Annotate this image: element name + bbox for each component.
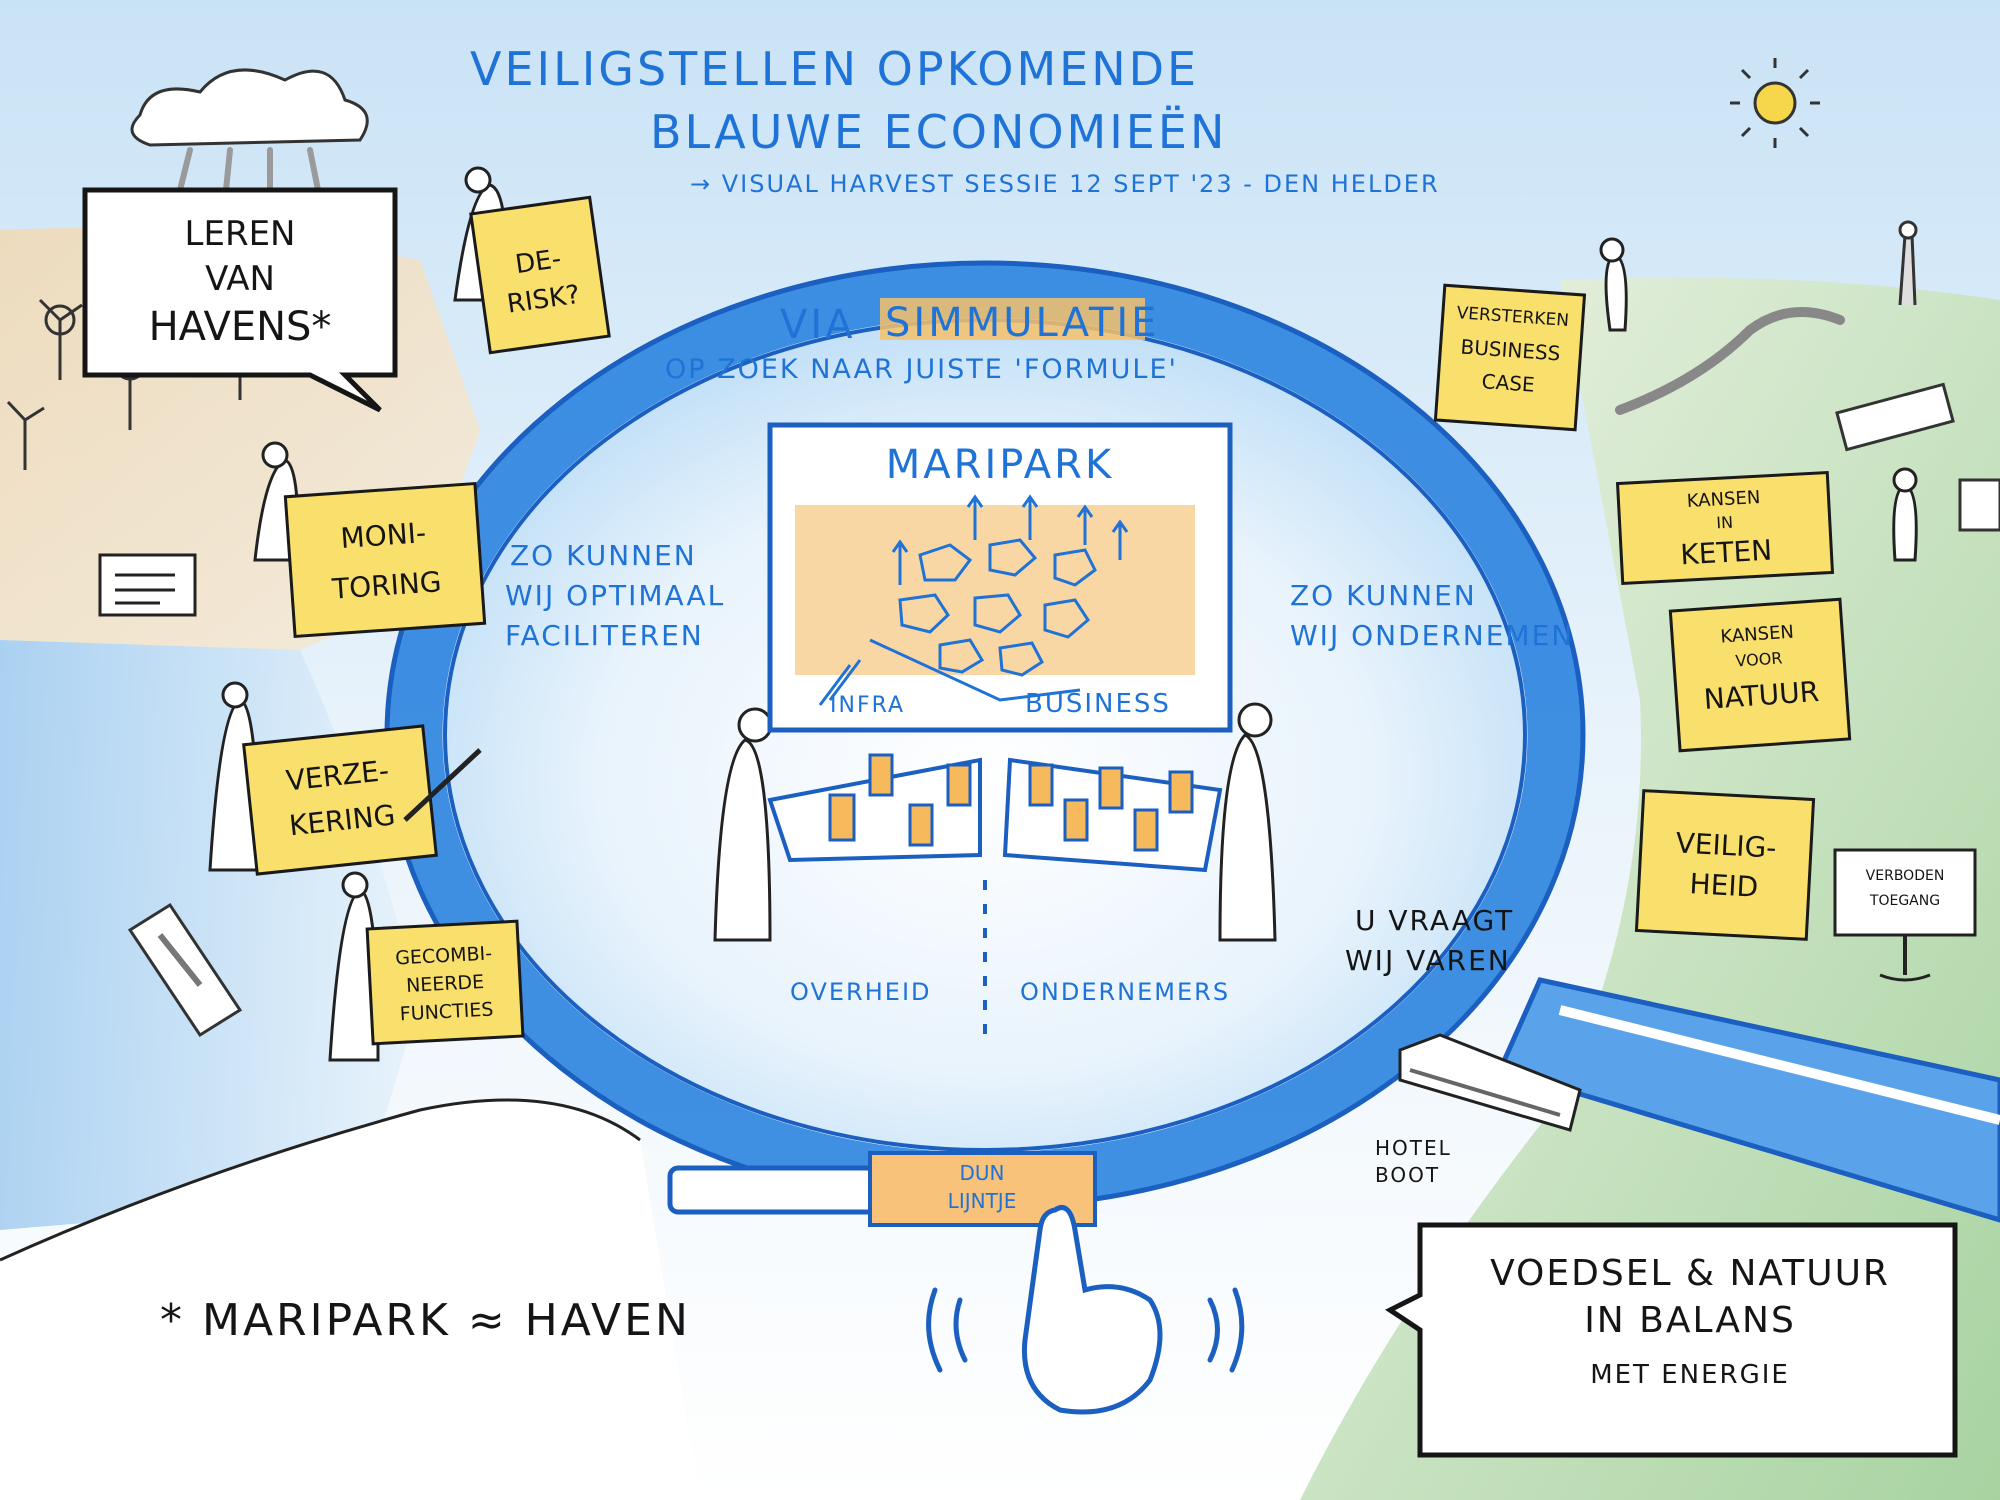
right-text-1: zo kunnen [1290, 579, 1477, 612]
note-veiligheid [1634, 789, 1816, 941]
note-veiligheid-text-2: heid [1689, 867, 1759, 904]
left-text-1: zo kunnen [510, 539, 697, 572]
note-derisk-text-1: De- [513, 244, 563, 280]
cloud-icon [130, 68, 369, 203]
via-label: via [780, 302, 856, 348]
footnote-text: * Maripark ≈ haven [160, 1295, 691, 1346]
simulatie-label: simmulatie [885, 300, 1159, 346]
hotel-text-2: boot [1375, 1163, 1440, 1187]
note-gecombineerde-text-1: Gecombi- [395, 943, 493, 970]
havens-text: havens* [149, 304, 332, 350]
voedsel-text-2: in balans [1584, 1300, 1796, 1341]
dun-lijntje-label-2: lijntje [948, 1189, 1017, 1213]
road [1615, 307, 1845, 415]
note-kansen-natuur-text-1: Kansen [1720, 622, 1795, 648]
right-text-2: wij ondernemen [1290, 619, 1574, 652]
note-gecombineerde-text-3: functies [399, 999, 494, 1026]
people-figures [208, 166, 1918, 1062]
snowy-hill [0, 1100, 700, 1500]
note-verzekering [242, 724, 438, 876]
subtitle: → Visual harvest sessie 12 sept '23 - De… [690, 170, 1440, 198]
maripark-grid-icon [818, 494, 1129, 706]
ondernemers-label: ondernemers [1020, 978, 1230, 1006]
dun-lijntje-label-1: Dun [960, 1161, 1005, 1185]
pen-icon [403, 748, 482, 822]
sign-text-1: Verboden [1866, 868, 1945, 884]
boat-icon [127, 902, 243, 1038]
u-vraagt-text-2: wij varen [1345, 944, 1511, 977]
note-kansen-keten-text-3: keten [1680, 534, 1773, 572]
note-monitoring [283, 481, 487, 639]
cups-icons [828, 753, 1194, 852]
van-text: van [205, 259, 275, 299]
note-veiligheid-text-1: Veilig- [1675, 826, 1777, 864]
maripark-title: Maripark [886, 442, 1114, 488]
u-vraagt-text-1: u vraagt [1355, 904, 1514, 937]
note-kansen-natuur-text-2: voor [1735, 648, 1783, 670]
simulatie-highlight [880, 298, 1145, 340]
voedsel-natuur-box [1385, 1222, 1958, 1458]
leren-van-havens-box [82, 187, 398, 413]
sign-text-2: toegang [1869, 893, 1940, 909]
truck-icon [1835, 382, 2000, 532]
hotel-text-1: Hotel [1375, 1136, 1452, 1160]
magnifier-handle-highlight [1558, 1005, 2000, 1125]
hill-outline [0, 1098, 641, 1262]
note-versterken-business-case [1433, 283, 1587, 432]
verboden-toegang-sign [1833, 848, 1977, 982]
title-line-1: Veiligstellen opkomende [470, 42, 1199, 96]
business-label: Business [1025, 689, 1171, 719]
infra-label: Infra [830, 693, 905, 718]
note-kansen-keten-text-2: in [1716, 513, 1734, 533]
note-kansen-natuur-text-3: natuur [1703, 675, 1821, 716]
note-monitoring-text-2: toring [330, 565, 443, 606]
note-kansen-voor-natuur [1668, 597, 1852, 753]
note-kansen-in-keten [1615, 470, 1835, 586]
leren-text: Leren [185, 214, 296, 254]
hotel-boat-icon [1398, 1033, 1582, 1132]
left-text-2: wij optimaal [505, 579, 725, 612]
voedsel-text-3: met energie [1590, 1360, 1790, 1390]
sun-icon [1730, 58, 1820, 148]
note-monitoring-text-1: Moni- [339, 516, 427, 555]
note-gecombineerde-functies [365, 919, 525, 1046]
tower-icon [1898, 220, 1918, 306]
lens-inner [445, 320, 1525, 1150]
magnifier-handle [1496, 977, 2000, 1223]
formule-label: op zoek naar juiste 'formule' [665, 354, 1178, 385]
note-versterken-text-3: case [1481, 369, 1536, 397]
pointing-hand-icon [926, 1205, 1245, 1415]
document-icon [98, 553, 197, 617]
note-derisk [469, 195, 611, 355]
voedsel-text-1: Voedsel & natuur [1490, 1253, 1890, 1294]
overheid-label: overheid [790, 978, 932, 1006]
left-text-3: faciliteren [505, 619, 704, 652]
note-gecombineerde-text-2: neerde [406, 971, 485, 997]
title-line-2: blauwe economieën [650, 105, 1227, 159]
note-kansen-keten-text-1: Kansen [1686, 487, 1761, 512]
